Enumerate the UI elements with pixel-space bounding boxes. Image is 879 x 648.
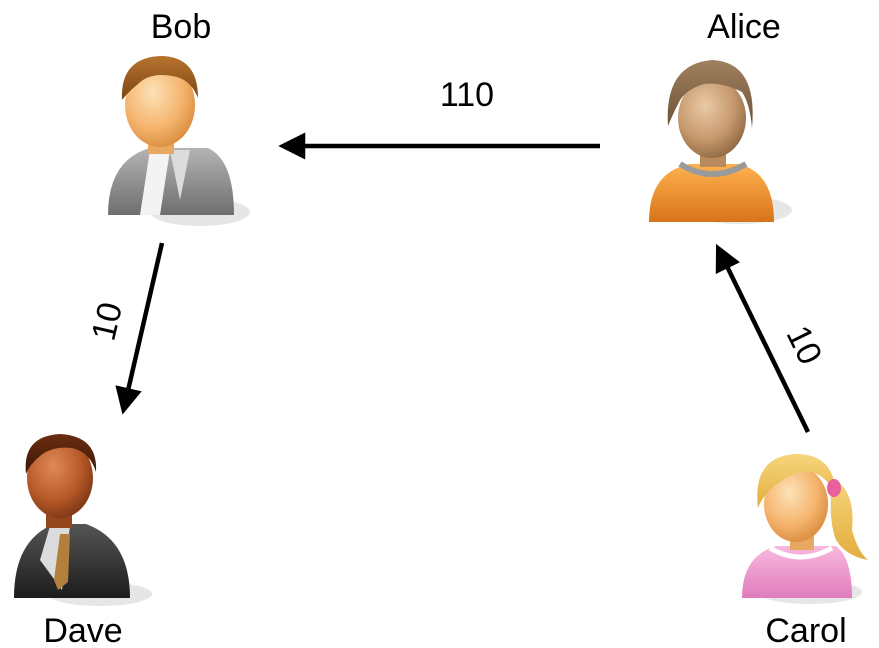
person-carol: Carol: [742, 454, 868, 648]
dave-avatar-icon: [14, 434, 152, 606]
edge-alice-to-bob-amount: 110: [440, 76, 494, 114]
edge-bob-to-dave-arrow: [115, 242, 165, 415]
person-dave: Dave: [14, 434, 152, 648]
person-alice: Alice: [649, 8, 792, 224]
carol-avatar-icon: [742, 454, 868, 604]
person-name-bob: Bob: [151, 8, 212, 46]
person-name-alice: Alice: [707, 8, 781, 46]
edge-carol-to-alice: 10: [715, 243, 830, 433]
edge-carol-to-alice-amount: 10: [779, 320, 830, 371]
edge-carol-to-alice-arrow: [715, 243, 811, 433]
alice-avatar-icon: [649, 60, 792, 224]
edge-bob-to-dave-amount: 10: [85, 299, 131, 344]
edge-alice-to-bob: 110: [278, 76, 600, 160]
bob-avatar-icon: [108, 56, 250, 226]
edge-bob-to-dave: 10: [85, 242, 165, 415]
person-name-carol: Carol: [765, 612, 846, 648]
person-bob: Bob: [108, 8, 250, 226]
person-name-dave: Dave: [43, 612, 122, 648]
